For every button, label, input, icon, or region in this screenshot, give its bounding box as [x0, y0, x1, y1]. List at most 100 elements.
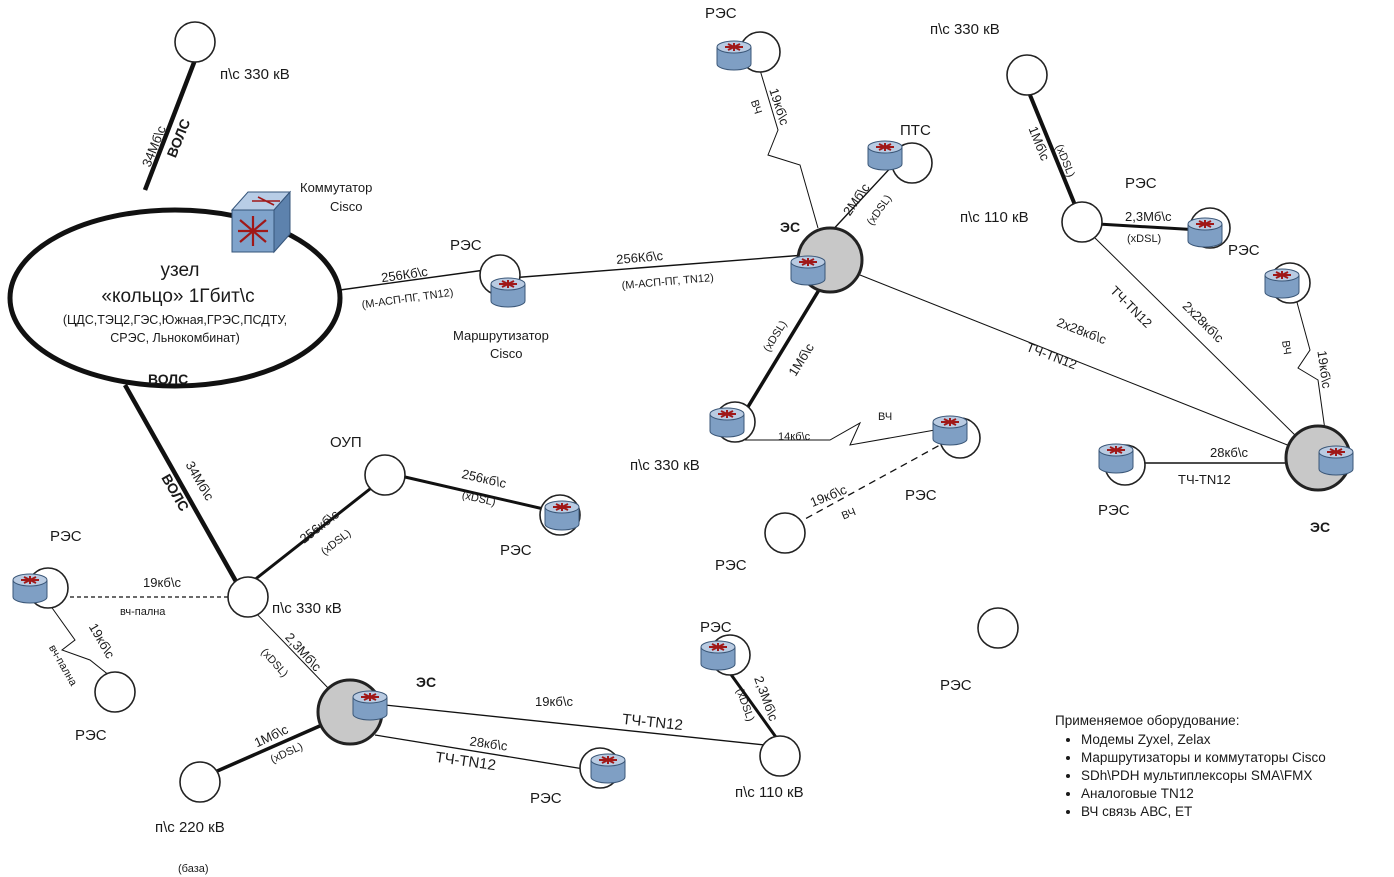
label-19kb-left-low: 19кб\с — [86, 621, 118, 662]
router-icon — [544, 500, 580, 531]
label-xdsl-mid: (xDSL) — [761, 319, 789, 354]
link-es-ps330 — [738, 284, 824, 421]
equipment-legend: Применяемое оборудование: Модемы Zyxel, … — [1055, 713, 1385, 821]
label-res-router: РЭС — [450, 237, 482, 254]
label-19kb-left: 19кб\с — [143, 575, 181, 590]
label-tch-bottom: ТЧ-TN12 — [621, 711, 683, 734]
node-ps220 — [179, 761, 221, 803]
label-xdsl-pts: (xDSL) — [865, 193, 894, 228]
label-res-right-low: РЭС — [1098, 502, 1130, 519]
link-res-left-vch — [49, 604, 116, 681]
link-res-dashed — [784, 444, 941, 531]
label-2x28-topright: 2х28кб\с — [1180, 298, 1228, 346]
volc-line-top — [142, 59, 198, 191]
hub-ring: «кольцо» 1Гбит\с — [101, 286, 254, 307]
label-vch-palna-left: вч-пална — [120, 606, 166, 618]
label-res-lone: РЭС — [940, 677, 972, 694]
label-14kb: 14кб\с — [778, 431, 811, 443]
label-xdsl-topright-2: (xDSL) — [1127, 233, 1161, 245]
label-res-bottom: РЭС — [530, 790, 562, 807]
link-es-res-bottom — [374, 734, 591, 771]
label-es-bottom: ЭС — [416, 674, 436, 690]
link-res-top-vch — [759, 69, 819, 229]
cisco-switch-icon — [230, 190, 292, 254]
nodes — [27, 21, 1352, 803]
label-23mb-topright: 2,3Мб\с — [1125, 209, 1172, 224]
router-icon — [700, 640, 736, 671]
label-res-vch: РЭС — [905, 487, 937, 504]
router-icon — [1187, 217, 1223, 248]
link-ps330-es-bottom — [252, 609, 331, 691]
label-256kb-left: 256Кб\с — [380, 264, 429, 285]
hub-members-2: СРЭС, Льнокомбинат) — [110, 331, 240, 345]
legend-item: ВЧ связь АВС, ЕТ — [1081, 803, 1385, 820]
link-es-pts — [827, 162, 896, 236]
link-ps110-res — [1097, 222, 1201, 232]
router-icon — [352, 690, 388, 721]
router-icon — [867, 140, 903, 171]
label-34mb-top: 34Мб\с — [139, 123, 169, 169]
label-2mb-pts: 2Мб\с — [840, 180, 873, 218]
volc-line-bottom — [123, 383, 240, 587]
label-tch-center: ТЧ-TN12 — [1024, 339, 1079, 372]
router-icon — [590, 753, 626, 784]
label-23mb-bottom: 2,3Мб\с — [282, 630, 325, 675]
link-ps330-ps110 — [1028, 94, 1077, 206]
node-ps110-bottom — [759, 735, 801, 777]
label-volc-top: ВОЛС — [163, 116, 193, 159]
router-icon — [1264, 268, 1300, 299]
node-res-lone — [977, 607, 1019, 649]
router-icon — [709, 407, 745, 438]
label-res-bottom-top: РЭС — [700, 619, 732, 636]
legend-title: Применяемое оборудование: — [1055, 713, 1240, 728]
node-oup — [364, 454, 406, 496]
label-ps110-bottom: п\с 110 кВ — [735, 784, 804, 801]
switch-label-2: Cisco — [330, 199, 363, 214]
link-es-es-right — [859, 274, 1301, 451]
node-res-left-low — [94, 671, 136, 713]
label-vch-mid: ВЧ — [878, 411, 892, 423]
label-res-left: РЭС — [50, 528, 82, 545]
link-es-ps110 — [384, 704, 766, 746]
link-res-es-vch — [1294, 294, 1326, 431]
label-pts: ПТС — [900, 122, 931, 139]
label-volc-hub: ВОЛС — [148, 371, 188, 387]
link-ps330-oup — [247, 483, 376, 587]
node-res-mid — [764, 512, 806, 554]
label-ps330-bottom: п\с 330 кВ — [272, 600, 342, 617]
label-vch-right: ВЧ — [1279, 340, 1293, 356]
router-icon — [1098, 443, 1134, 474]
legend-item: Маршрутизаторы и коммутаторы Cisco — [1081, 749, 1385, 766]
label-masp-left: (М-АСП-ПГ, TN12) — [361, 287, 454, 312]
legend-item: Аналоговые TN12 — [1081, 785, 1385, 802]
label-tch-right: ТЧ-TN12 — [1178, 472, 1231, 487]
label-vch-top: ВЧ — [748, 98, 764, 115]
label-res-topright-2: РЭС — [1228, 242, 1260, 259]
label-baza: (база) — [178, 863, 209, 875]
router-label-1: Маршрутизатор — [453, 328, 549, 343]
label-xdsl-bottom: (xDSL) — [258, 646, 290, 679]
label-28kb-bottom: 28кб\с — [469, 733, 509, 753]
router-icons — [12, 40, 1354, 784]
label-ps330-topright: п\с 330 кВ — [930, 21, 1000, 38]
router-icon — [12, 573, 48, 604]
link-ps330-vch — [745, 421, 936, 446]
legend-item: Модемы Zyxel, Zelax — [1081, 731, 1385, 748]
label-res-mid: РЭС — [715, 557, 747, 574]
link-oup-res — [404, 475, 549, 512]
label-256kb-res: 256кб\с — [460, 466, 508, 491]
label-masp-right: (М-АСП-ПГ, TN12) — [621, 272, 714, 292]
router-icon — [490, 277, 526, 308]
hub-title: узел — [160, 260, 199, 281]
router-icon — [932, 415, 968, 446]
node-ps330-topright — [1006, 54, 1048, 96]
label-256kb-right: 256Кб\с — [616, 248, 664, 267]
label-res-top: РЭС — [705, 5, 737, 22]
label-1mb-mid: 1Мб\с — [785, 340, 817, 379]
label-19kb-bottom: 19кб\с — [535, 694, 573, 709]
switch-label-1: Коммутатор — [300, 180, 372, 195]
label-19kb-top: 19кб\с — [766, 86, 792, 127]
node-labels: п\с 330 кВ РЭС Маршрутизатор Cisco ЭС ПТ… — [50, 5, 1330, 875]
label-28kb-right: 28кб\с — [1210, 445, 1248, 460]
